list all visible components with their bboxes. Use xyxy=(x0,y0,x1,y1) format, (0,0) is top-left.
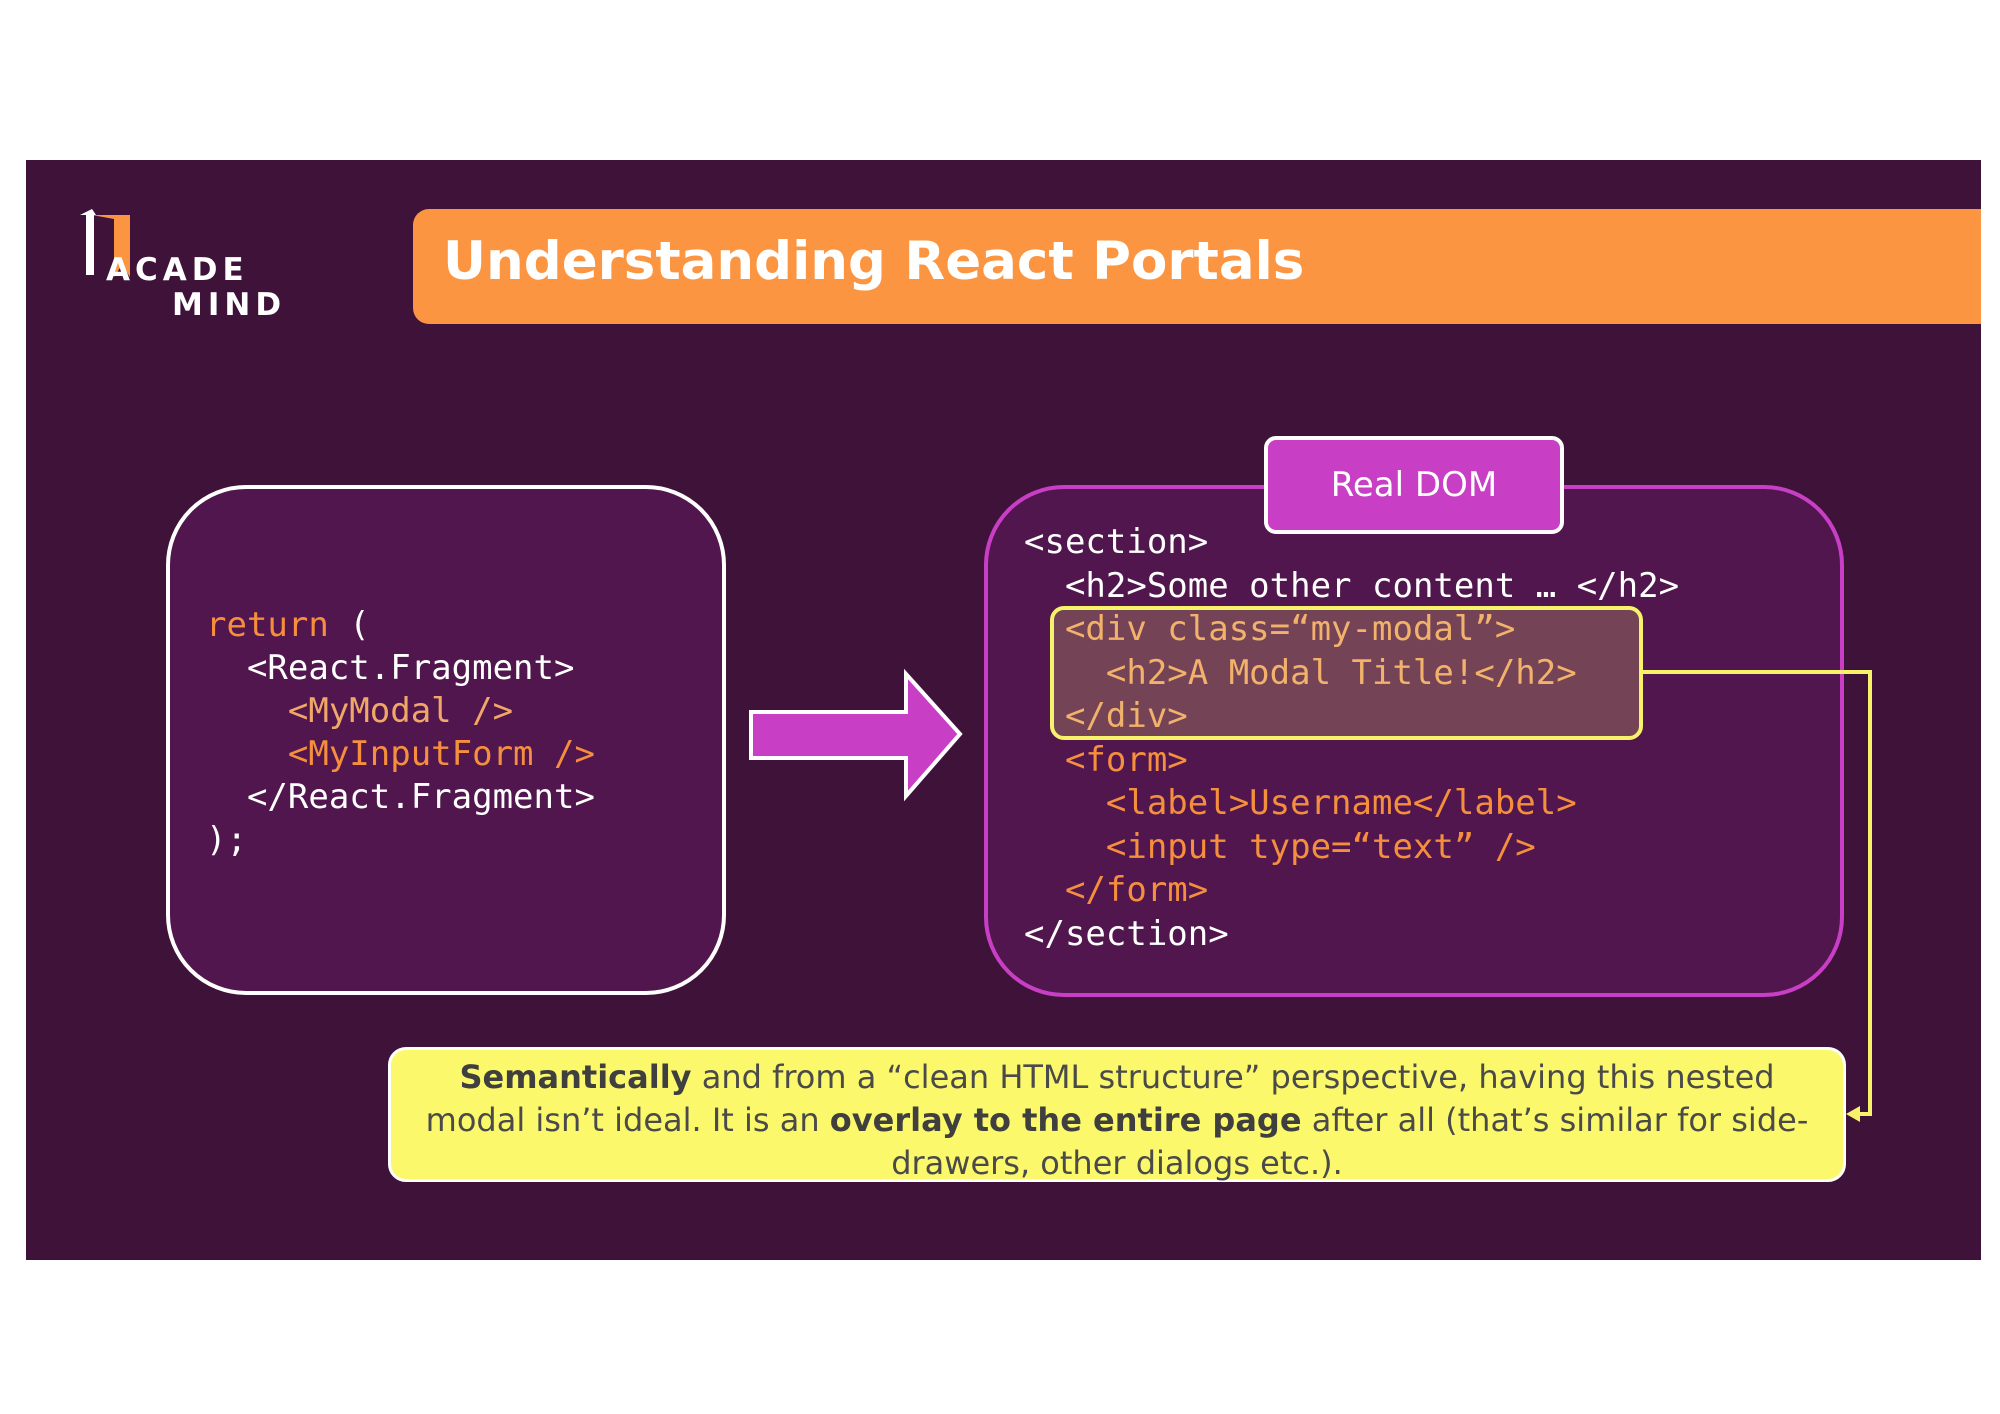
jsx-code-token: ); xyxy=(206,820,247,860)
dom-code-line: <div class=“my-modal”> xyxy=(1024,607,1515,651)
dom-code-line: <input type=“text” /> xyxy=(1024,825,1536,869)
dom-code-line: <form> xyxy=(1024,738,1188,782)
note-text-2: after all (that’s similar for side-drawe… xyxy=(891,1101,1809,1182)
dom-code-token: <label>Username</label> xyxy=(1105,783,1577,823)
jsx-code-line: <MyInputForm /> xyxy=(206,732,595,776)
jsx-code-token: <React.Fragment> xyxy=(246,648,575,688)
slide: ACADE MIND Understanding React Portals r… xyxy=(26,160,1981,1260)
real-dom-code-box xyxy=(984,485,1844,997)
dom-code-line: <h2>A Modal Title!</h2> xyxy=(1024,651,1577,695)
jsx-code-token: </React.Fragment> xyxy=(246,777,595,817)
dom-code-line: <h2>Some other content … </h2> xyxy=(1024,564,1679,608)
jsx-code-token: ( xyxy=(328,605,370,645)
academind-logo: ACADE MIND xyxy=(80,205,300,335)
jsx-code-line: </React.Fragment> xyxy=(206,775,595,819)
title-bar: Understanding React Portals xyxy=(413,209,1981,324)
jsx-code-line: <React.Fragment> xyxy=(206,646,575,690)
dom-code-token: </div> xyxy=(1064,696,1188,736)
logo-text-acade: ACADE xyxy=(106,252,249,288)
connector-arrow xyxy=(1643,670,1872,1122)
dom-code-token: <h2>Some other content … </h2> xyxy=(1064,565,1680,606)
dom-code-token: </section> xyxy=(1024,913,1229,954)
jsx-code-line: ); xyxy=(206,818,247,862)
dom-code-token: <h2>A Modal Title!</h2> xyxy=(1105,652,1577,693)
logo-text-mind: MIND xyxy=(172,287,287,323)
jsx-code-box xyxy=(166,485,726,995)
dom-code-token: <section> xyxy=(1024,522,1209,562)
real-dom-badge: Real DOM xyxy=(1264,436,1564,534)
explanation-note: Semantically and from a “clean HTML stru… xyxy=(388,1047,1846,1182)
dom-code-line: </section> xyxy=(1024,912,1229,956)
right-arrow-icon xyxy=(749,668,963,802)
jsx-code-line: <MyModal /> xyxy=(206,689,513,733)
modal-highlight-box xyxy=(1050,606,1643,740)
jsx-code-token: <MyModal /> xyxy=(287,691,514,731)
dom-code-token: <input type=“text” /> xyxy=(1105,826,1536,867)
bookmark-flag-icon xyxy=(80,209,130,277)
dom-code-line: </form> xyxy=(1024,868,1208,912)
dom-code-token: <form> xyxy=(1064,739,1188,780)
dom-code-line: </div> xyxy=(1024,694,1188,738)
jsx-code-line: return ( xyxy=(206,603,370,647)
dom-code-token: <div class=“my-modal”> xyxy=(1064,609,1516,649)
slide-title: Understanding React Portals xyxy=(443,231,1305,292)
dom-code-line: <section> xyxy=(1024,520,1208,564)
note-bold-semantically: Semantically xyxy=(459,1058,692,1096)
note-bold-overlay: overlay to the entire page xyxy=(829,1101,1302,1139)
jsx-code-token: <MyInputForm /> xyxy=(287,734,595,774)
note-text-1: and from a “clean HTML structure” perspe… xyxy=(425,1058,1775,1139)
dom-code-line: <label>Username</label> xyxy=(1024,781,1577,825)
dom-code-token: </form> xyxy=(1064,870,1209,910)
jsx-code-token: return xyxy=(206,605,329,645)
